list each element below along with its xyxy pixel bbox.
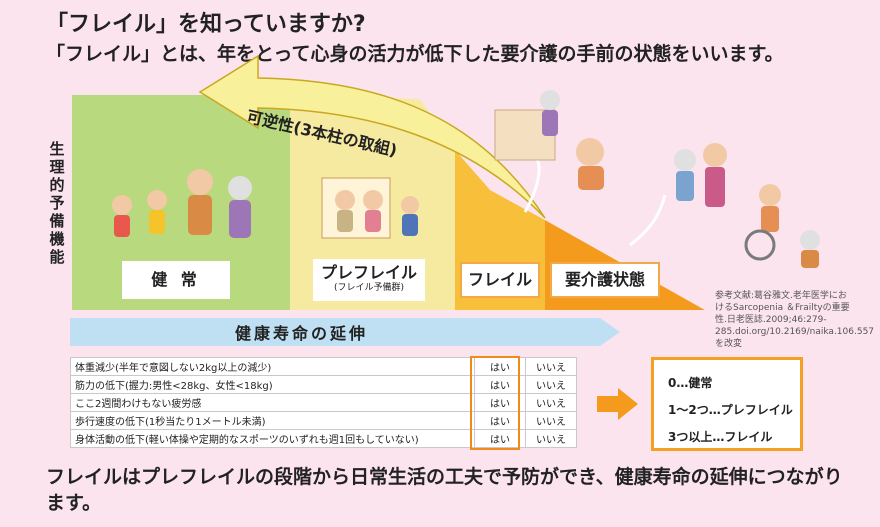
page-subtitle: 「フレイル」とは、年をとって心身の活力が低下した要介護の手前の状態をいいます。 xyxy=(46,43,784,65)
checklist-item: 身体活動の低下(軽い体操や定期的なスポーツのいずれも週1回もしていない) xyxy=(70,429,475,448)
care-people-illustration xyxy=(674,143,820,268)
healthy-life-label: 健康寿命の延伸 xyxy=(235,324,369,343)
result-box: 0…健常 1〜2つ…プレフレイル 3つ以上…フレイル xyxy=(651,357,803,451)
result-arrow xyxy=(597,388,638,420)
stage-prefrail-title: プレフレイル xyxy=(320,263,417,282)
table-row: 歩行速度の低下(1秒当たり1メートル未満) はい いいえ xyxy=(70,411,577,430)
frail-people-illustration xyxy=(494,90,604,190)
checklist-item: 体重減少(半年で意図しない2kg以上の減少) xyxy=(70,357,475,376)
reference-citation: 参考文献:葛谷雅文.老年医学におけるSarcopenia ＆Frailtyの重要… xyxy=(715,291,875,349)
checklist-no: いいえ xyxy=(525,429,577,448)
checklist-no: いいえ xyxy=(525,357,577,376)
prefrail-people-illustration xyxy=(321,177,419,239)
stage-healthy-label: 健 常 xyxy=(122,261,230,299)
table-row: 身体活動の低下(軽い体操や定期的なスポーツのいずれも週1回もしていない) はい … xyxy=(70,429,577,448)
checklist-item: ここ2週間わけもない疲労感 xyxy=(70,393,475,412)
checklist-yes: はい xyxy=(474,429,526,448)
frailty-checklist: 体重減少(半年で意図しない2kg以上の減少) はい いいえ 筋力の低下(握力:男… xyxy=(70,357,577,448)
reversibility-arrow xyxy=(198,54,546,219)
result-three-plus: 3つ以上…フレイル xyxy=(668,430,773,444)
page-title: 「フレイル」を知っていますか? xyxy=(46,12,366,37)
checklist-item: 筋力の低下(握力:男性<28kg、女性<18kg) xyxy=(70,375,475,394)
yes-column-highlight xyxy=(470,356,520,450)
result-zero: 0…健常 xyxy=(668,376,713,390)
healthy-life-bar xyxy=(70,318,620,346)
stage-prefrail-subtitle: (フレイル予備群) xyxy=(333,283,405,293)
stage-frail-label: フレイル xyxy=(460,262,540,298)
table-row: 筋力の低下(握力:男性<28kg、女性<18kg) はい いいえ xyxy=(70,375,577,394)
vertical-axis-label: 生理的予備機能 xyxy=(49,140,65,266)
healthy-people-illustration xyxy=(112,169,252,238)
stage-prefrail-label: プレフレイル (フレイル予備群) xyxy=(313,259,425,301)
checklist-no: いいえ xyxy=(525,411,577,430)
footer-text: フレイルはプレフレイルの段階から日常生活の工夫で予防ができ、健康寿命の延伸につな… xyxy=(46,466,843,514)
stage-care-label: 要介護状態 xyxy=(550,262,660,298)
checklist-no: いいえ xyxy=(525,375,577,394)
bubble-tail-right xyxy=(629,194,667,247)
result-one-two: 1〜2つ…プレフレイル xyxy=(668,403,793,417)
checklist-item: 歩行速度の低下(1秒当たり1メートル未満) xyxy=(70,411,475,430)
checklist-no: いいえ xyxy=(525,393,577,412)
